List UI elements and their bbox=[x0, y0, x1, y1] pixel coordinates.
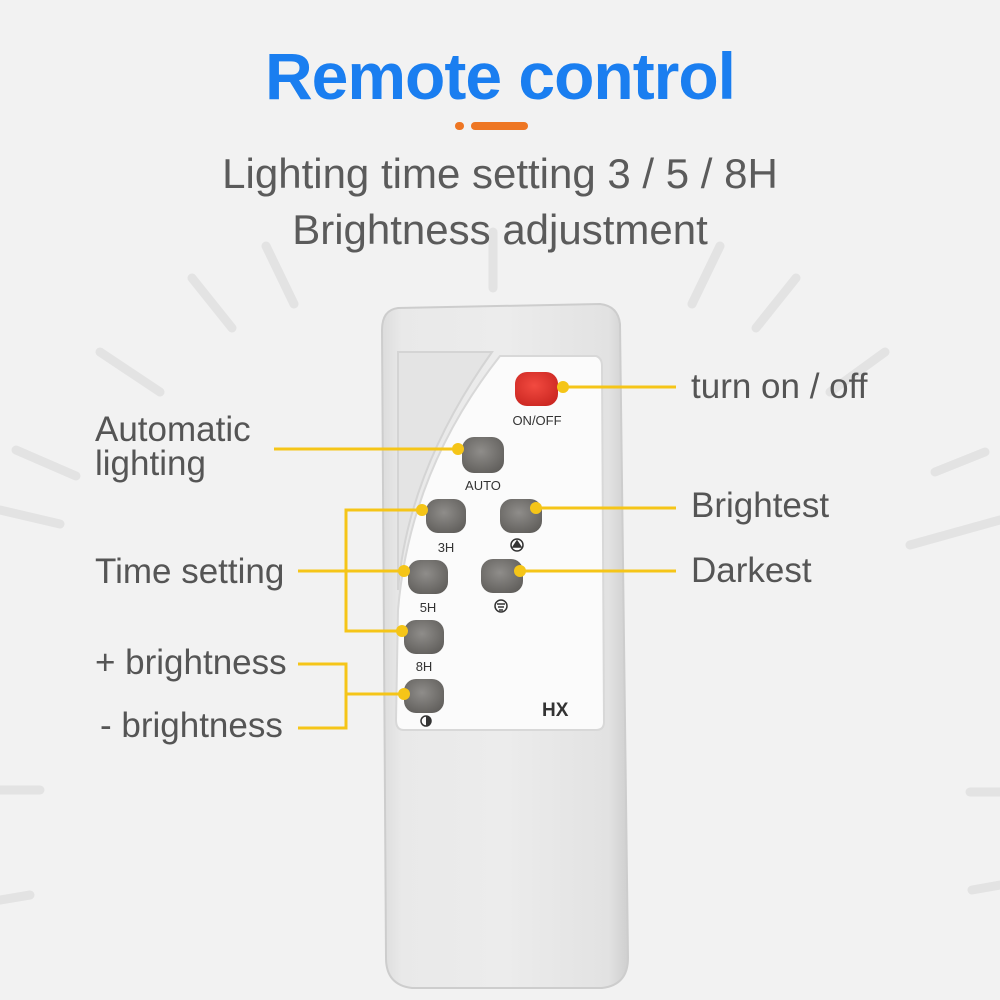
brightness-toggle-icon bbox=[420, 715, 432, 727]
3h-label: 3H bbox=[437, 540, 455, 555]
auto-button-shape[interactable] bbox=[462, 437, 504, 473]
callout-minus-brightness: - brightness bbox=[100, 706, 283, 745]
brand-mark: HX bbox=[542, 700, 569, 721]
8h-label: 8H bbox=[415, 659, 433, 674]
callout-darkest: Darkest bbox=[691, 551, 812, 590]
5h-label: 5H bbox=[419, 600, 437, 615]
on-off-label: ON/OFF bbox=[512, 413, 562, 428]
5h-button-shape[interactable] bbox=[408, 560, 448, 594]
callout-automatic-line1: Automatic bbox=[95, 410, 251, 449]
darkest-button-shape[interactable] bbox=[481, 559, 523, 593]
callout-time-setting: Time setting bbox=[95, 552, 285, 591]
auto-label: AUTO bbox=[465, 478, 501, 493]
page-title: Remote control bbox=[264, 39, 736, 113]
callout-automatic-line2: lighting bbox=[95, 444, 206, 483]
brightest-icon bbox=[510, 538, 524, 552]
callout-brightest: Brightest bbox=[691, 486, 830, 525]
on-off-button-shape[interactable] bbox=[515, 372, 558, 406]
accent-dot bbox=[455, 122, 464, 130]
darkest-icon bbox=[494, 599, 508, 613]
accent-bar bbox=[471, 122, 528, 130]
callout-turn-on-off: turn on / off bbox=[691, 367, 868, 406]
3h-button-shape[interactable] bbox=[426, 499, 466, 533]
subtitle-lighting-time: Lighting time setting 3 / 5 / 8H bbox=[222, 150, 778, 197]
subtitle-brightness: Brightness adjustment bbox=[292, 206, 708, 253]
brightness-button-shape[interactable] bbox=[404, 679, 444, 713]
8h-button-shape[interactable] bbox=[404, 620, 444, 654]
callout-plus-brightness: + brightness bbox=[95, 643, 287, 682]
